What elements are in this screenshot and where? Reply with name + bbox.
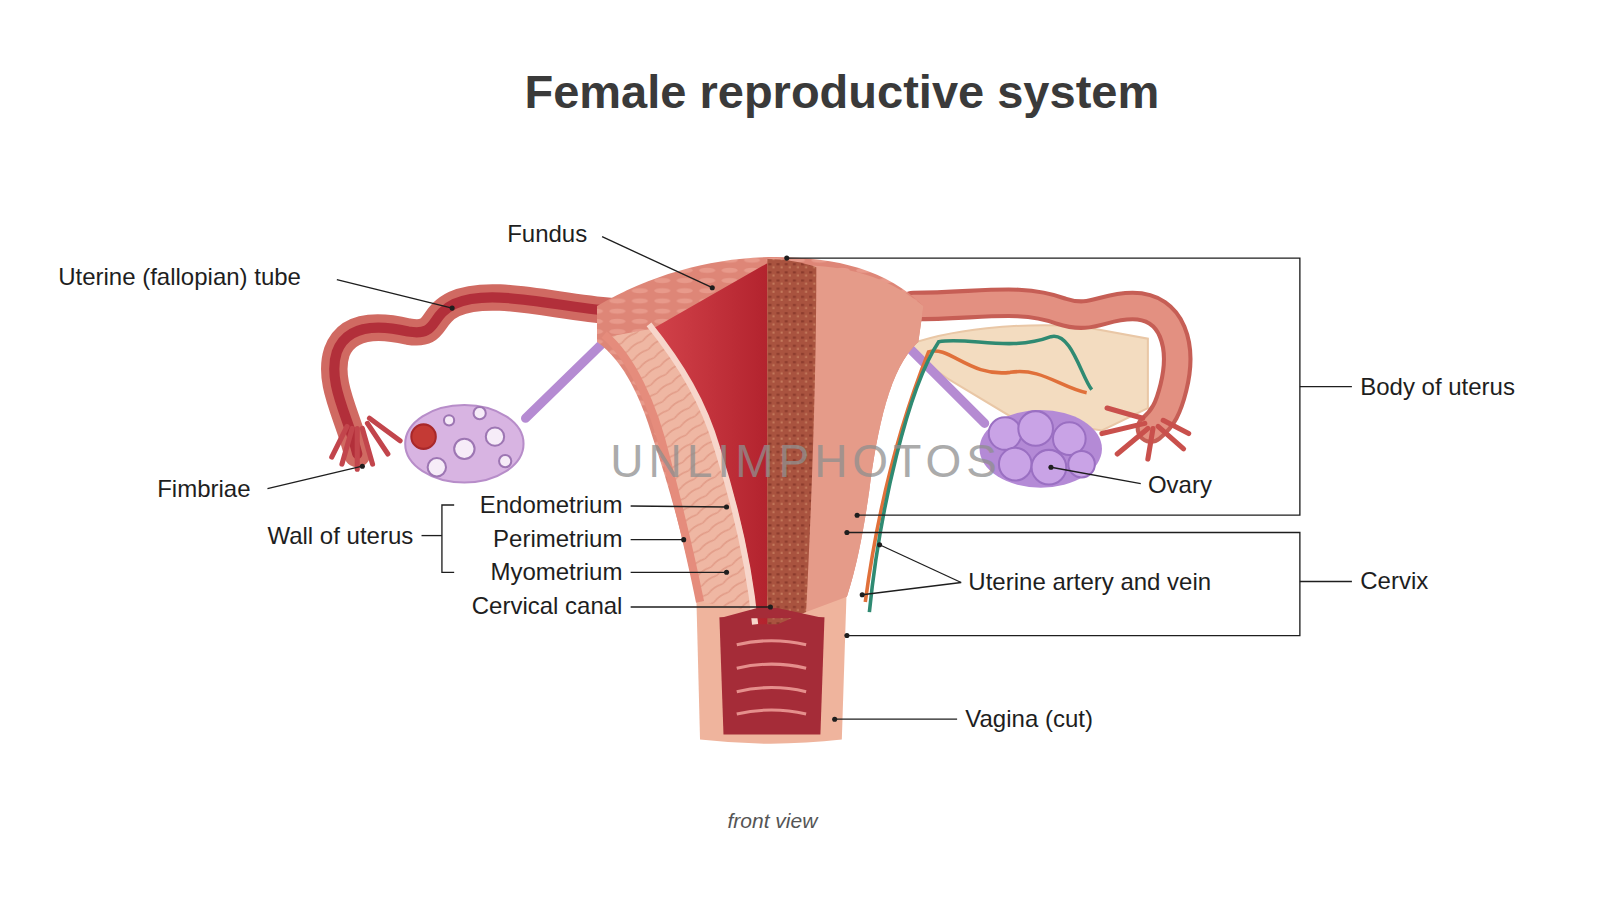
group-label: Wall of uterus: [267, 522, 413, 550]
diagram-title: Female reproductive system: [524, 65, 1159, 119]
part-label: Cervical canal: [472, 592, 623, 620]
part-label: Fimbriae: [157, 475, 250, 503]
part-label: Perimetrium: [493, 525, 622, 553]
part-label: Ovary: [1148, 471, 1212, 499]
part-label: Endometrium: [480, 491, 623, 519]
view-caption: front view: [728, 809, 818, 833]
part-label: Uterine (fallopian) tube: [58, 263, 301, 291]
part-label: Myometrium: [490, 558, 622, 586]
part-label: Vagina (cut): [965, 705, 1093, 733]
leader-lines: [267, 237, 1351, 720]
watermark: UNLIMPHOTOS: [610, 435, 1002, 488]
group-label: Body of uterus: [1360, 373, 1515, 401]
part-label: Fundus: [507, 220, 587, 248]
leader-dots: [360, 256, 1054, 722]
part-label: Uterine artery and vein: [968, 568, 1211, 596]
group-label: Cervix: [1360, 567, 1428, 595]
